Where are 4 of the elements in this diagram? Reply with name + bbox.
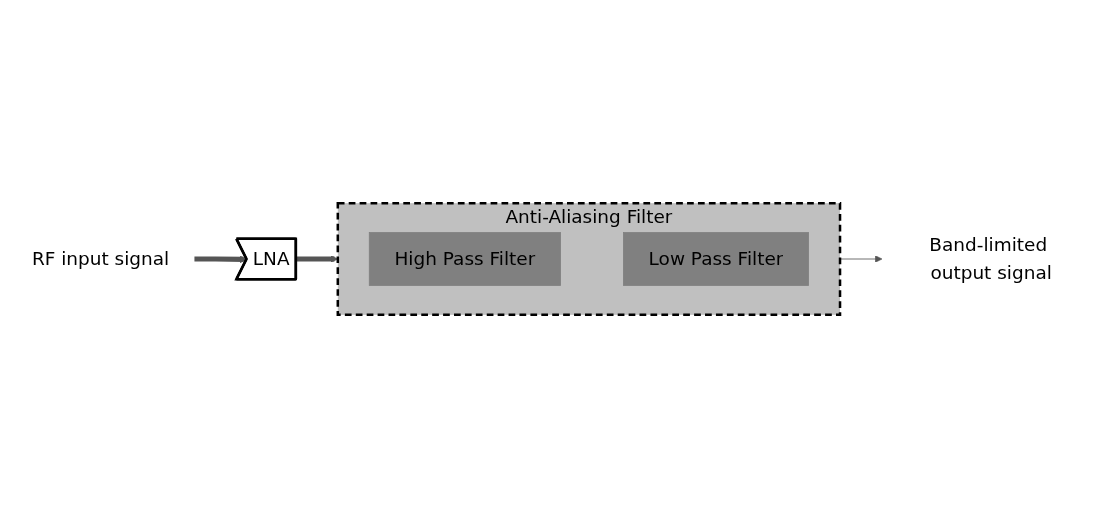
node-box: Low Pass Filter <box>623 232 809 286</box>
node-text: Band-limited output signal <box>929 234 1052 284</box>
node-text: RF input signal <box>31 248 170 270</box>
node-box: High Pass Filter <box>368 232 561 286</box>
